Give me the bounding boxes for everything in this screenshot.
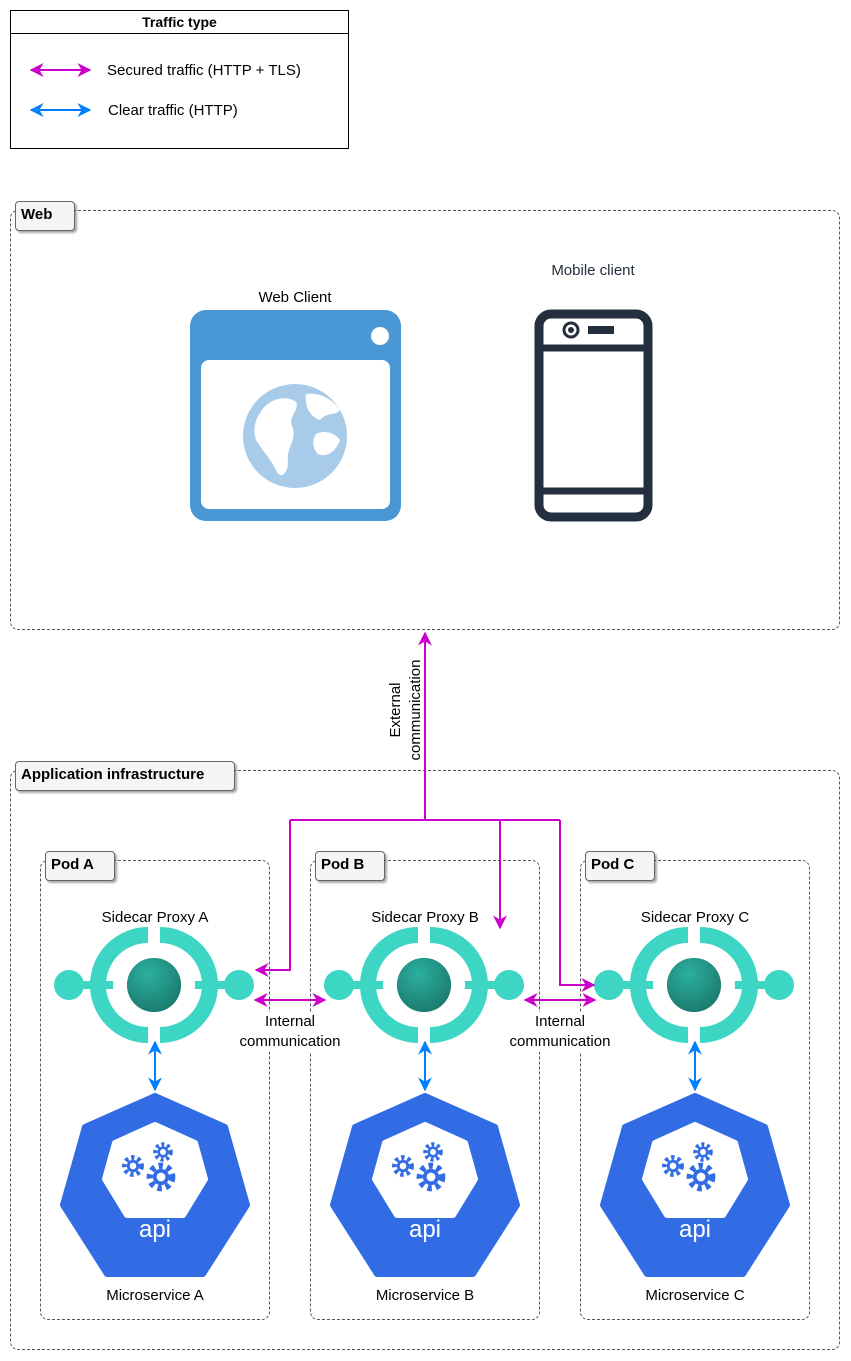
sidecar-proxy-c-label: Sidecar Proxy C xyxy=(640,909,750,926)
mobile-client-label: Mobile client xyxy=(551,262,635,279)
microservice-b-api-icon xyxy=(333,1096,517,1274)
microservice-c-label: Microservice C xyxy=(645,1287,745,1304)
internal-communication-bc-label: Internal communication xyxy=(490,1012,630,1052)
microservice-c-api-icon xyxy=(603,1096,787,1274)
legend-secured-label: Secured traffic (HTTP + TLS) xyxy=(107,62,301,79)
pod-a-label: Pod A xyxy=(45,851,115,881)
internal-bc-line1: Internal xyxy=(534,1013,586,1030)
web-group xyxy=(10,210,840,630)
legend-title: Traffic type xyxy=(11,11,348,34)
sidecar-proxy-c-icon xyxy=(594,935,794,1035)
pod-c-label: Pod C xyxy=(585,851,655,881)
mobile-phone-icon xyxy=(534,309,653,522)
api-c-text: api xyxy=(679,1216,711,1243)
sidecar-proxy-b-label: Sidecar Proxy B xyxy=(371,909,479,926)
web-client-browser-icon xyxy=(190,310,401,521)
internal-bc-line2: communication xyxy=(509,1033,611,1050)
web-client-label: Web Client xyxy=(258,289,332,306)
legend-clear-label: Clear traffic (HTTP) xyxy=(108,102,238,119)
microservice-a-label: Microservice A xyxy=(106,1287,204,1304)
microservice-a-api-icon xyxy=(63,1096,247,1274)
internal-communication-ab-label: Internal communication xyxy=(220,1012,360,1052)
internal-ab-line2: communication xyxy=(239,1033,341,1050)
infrastructure-group-label: Application infrastructure xyxy=(15,761,235,791)
sidecar-proxy-b-icon xyxy=(324,935,524,1035)
microservice-b-label: Microservice B xyxy=(375,1287,475,1304)
legend-box: Traffic type Secured traffic (HTTP + TLS… xyxy=(10,10,349,149)
internal-ab-line1: Internal xyxy=(264,1013,316,1030)
sidecar-proxy-a-icon xyxy=(54,935,254,1035)
pod-a-group xyxy=(40,860,270,1320)
sidecar-proxy-a-label: Sidecar Proxy A xyxy=(101,909,209,926)
pod-c-group xyxy=(580,860,810,1320)
external-communication-lines xyxy=(254,631,596,992)
api-a-text: api xyxy=(139,1216,171,1243)
api-b-text: api xyxy=(409,1216,441,1243)
pod-b-group xyxy=(310,860,540,1320)
pod-b-label: Pod B xyxy=(315,851,385,881)
web-group-label: Web xyxy=(15,201,75,231)
